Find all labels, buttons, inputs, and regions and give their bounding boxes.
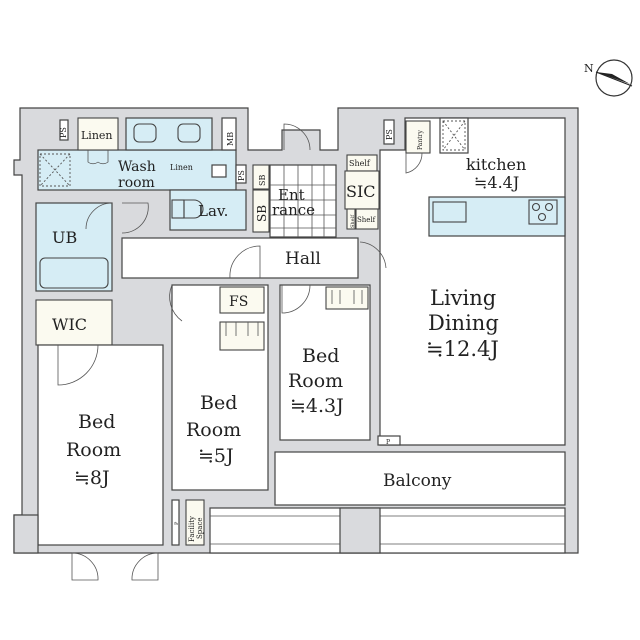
facility-space-label: Facility: [188, 516, 196, 542]
bed-room-label: Room: [186, 419, 241, 441]
bed-room-label: Room: [66, 439, 121, 461]
closet: [219, 321, 265, 351]
unit-bath: [35, 202, 113, 292]
vanity-counter: [125, 117, 213, 151]
ps-label: PS: [237, 170, 246, 181]
door-swing-icon: [281, 284, 311, 314]
wic-label: WIC: [52, 315, 87, 334]
balcony-door-icon: [71, 552, 159, 581]
sb-label: SB: [255, 205, 269, 222]
ps-box: [235, 164, 247, 184]
bed-room-4.3j: [279, 284, 371, 441]
p-label: P: [174, 521, 180, 525]
closet: [325, 286, 369, 310]
linen-shelf: [211, 164, 227, 178]
wash-room-label: room: [118, 175, 155, 191]
living-dining-label: Living: [430, 286, 496, 310]
bed-room-size: ≒4.3J: [290, 395, 344, 417]
bed-room-label: Bed: [302, 345, 339, 367]
lavatory: [169, 189, 247, 231]
balcony-label: Balcony: [383, 471, 452, 491]
fs-label: FS: [229, 294, 248, 310]
door-swing-icon: [57, 344, 99, 386]
entrance: [269, 164, 337, 238]
door-swing-icon: [85, 202, 113, 230]
ps-box: [59, 119, 69, 141]
sic-label: SIC: [346, 182, 376, 201]
living-dining-label: Dining: [428, 311, 499, 335]
entrance-label: rance: [272, 201, 315, 219]
door-swing-icon: [359, 241, 387, 269]
hall-label: Hall: [285, 249, 321, 269]
bed-room-size: ≒8J: [74, 467, 110, 489]
sink-icon: [177, 123, 201, 143]
bed-room-size: ≒5J: [198, 445, 234, 467]
door-swing-icon: [229, 245, 261, 279]
pipe-space: [377, 435, 401, 446]
linen-label: Linen: [81, 129, 113, 142]
entrance-tiles: [270, 165, 336, 237]
ps-label: PS: [59, 127, 68, 138]
washer-x-icon: [39, 153, 71, 187]
ps-label: PS: [385, 129, 394, 140]
entrance-label: Ent: [278, 186, 305, 204]
north-label: N: [584, 62, 594, 75]
ps-box: [383, 119, 395, 145]
closet-door-icon: [331, 290, 363, 304]
shelf: [355, 208, 379, 230]
sb-label: SB: [258, 175, 267, 186]
shelf-label: Shelf: [349, 159, 371, 168]
shelf: [346, 208, 356, 230]
lav-label: Lav.: [198, 202, 228, 220]
compass-icon: N: [584, 59, 633, 97]
facility-space: [185, 499, 205, 546]
linen-closet: [77, 117, 119, 151]
bed-room-label: Room: [288, 370, 343, 392]
ub-label: UB: [52, 228, 77, 247]
bed-room-label: Bed: [200, 392, 237, 414]
door-swing-icon: [405, 152, 423, 174]
toilet-icon: [183, 199, 204, 219]
bathtub-icon: [39, 257, 109, 289]
walk-in-closet: [35, 299, 113, 346]
mb-box: [221, 117, 237, 151]
balcony-lower: [209, 507, 566, 554]
sink-icon: [133, 123, 157, 143]
kitchen-sink-icon: [432, 201, 467, 223]
fs-closet: [219, 286, 265, 314]
kitchen-label: kitchen: [466, 155, 526, 174]
closet-door-icon: [225, 322, 259, 336]
door-swing-icon: [169, 284, 183, 322]
door-icon: [87, 150, 109, 165]
pipe-space: [171, 499, 180, 546]
bed-room-8j: [37, 344, 164, 546]
pantry: [405, 120, 431, 154]
kitchen-counter: [428, 196, 566, 237]
shoe-in-closet: [344, 170, 380, 210]
facility-space-label: Space: [196, 517, 204, 539]
p-label: P: [386, 439, 390, 446]
living-dining-size: ≒12.4J: [426, 337, 499, 361]
linen-label: Linen: [170, 163, 193, 172]
mb-label: MB: [226, 132, 235, 146]
bed-room-5j: [171, 284, 269, 491]
column: [339, 507, 381, 554]
hall: [121, 237, 359, 279]
washer-space-icon: [39, 153, 71, 187]
stove-icon: [528, 199, 558, 225]
shelf-label: Shelf: [357, 216, 377, 224]
balcony: [274, 451, 566, 506]
front-door-icon: [283, 123, 311, 151]
bed-room-label: Bed: [78, 411, 115, 433]
shoe-box: [252, 164, 270, 190]
shoe-box: [252, 189, 270, 233]
duct-icon: [442, 120, 466, 151]
door-swing-icon: [121, 202, 149, 234]
shelf-label: Shelf: [350, 214, 356, 228]
kitchen-size: ≒4.4J: [474, 173, 519, 192]
pantry-label: Pantry: [417, 130, 424, 150]
balcony-railing: [210, 515, 565, 545]
wash-room-label: Wash: [118, 159, 156, 175]
column: [13, 514, 39, 554]
